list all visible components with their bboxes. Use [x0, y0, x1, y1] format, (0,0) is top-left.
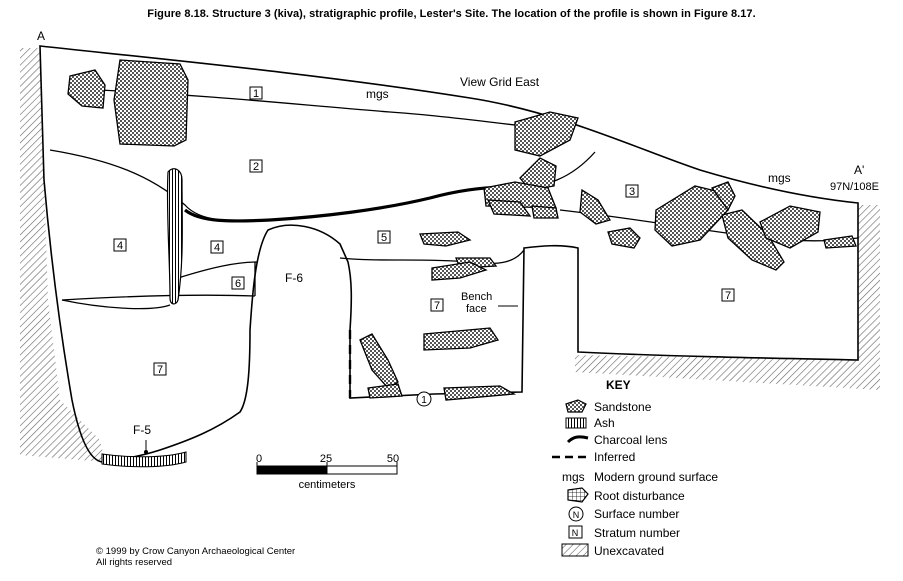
key-unexcavated-swatch — [561, 543, 589, 557]
stratum-7b: 7 — [725, 290, 731, 302]
boundary-4 — [339, 249, 525, 265]
surface-number: 1 — [421, 395, 427, 406]
view-label: View Grid East — [460, 75, 540, 89]
copyright-line-1: © 1999 by Crow Canyon Archaeological Cen… — [96, 546, 296, 557]
key-unexcavated-label: Unexcavated — [594, 544, 664, 558]
stratum-7a: 7 — [434, 300, 440, 312]
boundary-left-lower — [61, 299, 171, 310]
key-surface-glyph: N — [573, 510, 580, 520]
sandstone-2 — [113, 59, 189, 147]
stratum-3: 3 — [629, 186, 635, 198]
sandstone-1 — [67, 69, 106, 109]
sandstone-3 — [514, 111, 579, 157]
unexcavated-right — [575, 205, 880, 390]
scale-bar: 0 25 50 centimeters — [256, 453, 399, 491]
key-sandstone-label: Sandstone — [594, 400, 652, 414]
key-charcoal-label: Charcoal lens — [594, 433, 667, 447]
key-stratum-glyph: N — [572, 528, 579, 538]
copyright: © 1999 by Crow Canyon Archaeological Cen… — [96, 546, 295, 568]
scale-tick-0: 0 — [256, 453, 262, 465]
boundary-6 — [177, 261, 259, 279]
bench-label-1: Bench — [461, 291, 492, 303]
copyright-line-2: All rights reserved — [96, 557, 173, 568]
endpoint-left-label: A — [37, 29, 45, 43]
key-inferred-label: Inferred — [594, 450, 635, 464]
f6-label: F-6 — [285, 271, 303, 285]
sandstone-17 — [431, 261, 488, 281]
key-ash-label: Ash — [594, 416, 615, 430]
f5-ash-base — [101, 451, 187, 468]
f5-label: F-5 — [133, 423, 151, 437]
key-title: KEY — [606, 378, 631, 392]
sandstone-11 — [721, 209, 785, 271]
sandstone-14 — [607, 227, 641, 249]
key-mgs-label: Modern ground surface — [594, 470, 718, 484]
stratum-1: 1 — [253, 88, 259, 100]
sandstone-12 — [759, 205, 821, 249]
sandstone-8 — [579, 188, 611, 225]
sandstone-6 — [486, 199, 532, 217]
sandstone-19 — [359, 333, 399, 389]
sandstone-9 — [654, 185, 729, 247]
sandstone-13 — [823, 235, 857, 249]
boundary-1 — [99, 89, 561, 131]
stratum-4b: 4 — [214, 242, 220, 254]
key-sandstone-swatch — [565, 399, 587, 413]
ash-column — [166, 168, 183, 305]
stratum-7c: 7 — [157, 364, 163, 376]
surface-circle — [416, 391, 432, 407]
key-root-label: Root disturbance — [594, 489, 685, 503]
boundary-7 — [61, 294, 256, 301]
mgs-label-right: mgs — [768, 171, 791, 185]
bench-label-2: face — [466, 303, 487, 315]
endpoint-right-label: A' — [854, 163, 864, 177]
key-surface-label: Surface number — [594, 507, 679, 521]
figure-title: Figure 8.18. Structure 3 (kiva), stratig… — [147, 8, 756, 20]
sandstone-21 — [443, 385, 517, 401]
key-charcoal-swatch — [566, 435, 589, 444]
key: KEY Sandstone Ash Charcoal lens Inferred… — [552, 378, 718, 558]
stratum-boxes: 1 2 3 4 4 5 6 7 7 7 — [113, 86, 735, 376]
key-surface-swatch — [568, 506, 584, 522]
scale-tick-50: 50 — [387, 453, 399, 465]
stratum-6: 6 — [235, 278, 241, 290]
key-root-swatch — [567, 487, 589, 503]
key-stratum-label: Stratum number — [594, 526, 680, 540]
charcoal-lens — [184, 185, 516, 223]
key-ash-swatch — [565, 417, 587, 429]
key-stratum-swatch — [568, 525, 583, 539]
stratum-2: 2 — [253, 161, 259, 173]
sandstone-15 — [419, 231, 472, 247]
sandstone-18 — [423, 327, 500, 351]
sandstone-20 — [367, 383, 403, 399]
sandstone-10 — [710, 181, 736, 212]
stratum-4a: 4 — [117, 240, 123, 252]
sandstone-group — [67, 59, 857, 401]
key-mgs-abbr: mgs — [562, 470, 585, 484]
unexcavated-left — [20, 48, 105, 462]
f5-point — [144, 450, 148, 454]
sandstone-7 — [531, 205, 559, 219]
grid-location-label: 97N/108E — [830, 181, 879, 193]
stratum-5: 5 — [381, 232, 387, 244]
scale-tick-25: 25 — [320, 453, 332, 465]
scale-unit: centimeters — [299, 479, 356, 491]
mgs-label-left: mgs — [366, 87, 389, 101]
